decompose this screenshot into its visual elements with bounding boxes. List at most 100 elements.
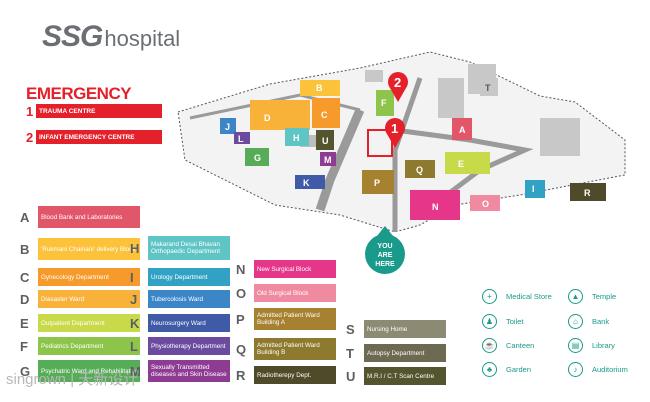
building-f: [376, 90, 394, 116]
legend-letter: E: [20, 315, 29, 331]
building-label: R: [584, 188, 591, 198]
building-label: Q: [416, 165, 423, 175]
legend-letter: O: [236, 285, 247, 301]
legend-letter: U: [346, 368, 356, 384]
building-i: [525, 180, 545, 198]
building-r: [570, 183, 606, 201]
building-label: L: [238, 134, 244, 144]
hospital-logo: SSGhospital: [42, 20, 180, 54]
amenity-library: ▤ Library: [568, 338, 615, 353]
building-h: [285, 128, 309, 146]
legend-label: Blood Bank and Laboratories: [38, 206, 140, 228]
legend-label: Diasaster Ward: [38, 290, 140, 308]
legend-item-c: C Gynecology Department: [20, 268, 140, 286]
legend-letter: L: [130, 338, 138, 354]
legend-label: Tubercolosis Ward: [148, 290, 230, 308]
building-d: [250, 100, 310, 130]
legend-item-s: S Nursing Home: [346, 320, 446, 338]
building-j: [220, 118, 236, 134]
emergency-pin-1: 1: [385, 118, 405, 148]
legend-letter: I: [130, 269, 134, 285]
you-are-here-line: HERE: [375, 261, 395, 268]
pin-number: 2: [394, 75, 401, 90]
legend-item-m: M Sexually Transmitted diseases and Skin…: [130, 360, 230, 382]
legend-label: Sexually Transmitted diseases and Skin D…: [148, 360, 230, 382]
building-label: T: [485, 83, 491, 93]
legend-label: Neurosurgery Ward: [148, 314, 230, 332]
amenity-label: Auditorium: [592, 365, 628, 374]
amenity-garden: ♣ Garden: [482, 362, 531, 377]
auditorium-icon: ♪: [568, 362, 583, 377]
you-are-here-marker: YOU ARE HERE: [365, 226, 405, 274]
legend-item-o: O Old Surgical Block: [236, 284, 336, 302]
building-e: [445, 152, 490, 174]
building-g: [245, 148, 269, 166]
library-icon: ▤: [568, 338, 583, 353]
building-q: [405, 160, 435, 178]
legend-letter: K: [130, 315, 140, 331]
logo-brand: SSG: [42, 20, 103, 53]
building-grey: [438, 78, 464, 118]
legend-item-i: I Urology Department: [130, 268, 230, 286]
building-b: [300, 80, 340, 96]
emergency-number: 1: [26, 103, 34, 119]
building-label: F: [381, 98, 387, 108]
building-label: N: [432, 202, 439, 212]
amenity-temple: ▲ Temple: [568, 289, 616, 304]
amenity-toilet: ♟ Toilet: [482, 314, 524, 329]
legend-item-l: L Physiotherapy Department: [130, 337, 230, 355]
building-grey: [365, 70, 383, 82]
emergency-pin-2: 2: [388, 72, 408, 102]
campus-road: [392, 77, 423, 232]
legend-label: 'Rukmani Chainani' delivery Block: [38, 238, 140, 260]
legend-item-r: R Radiotherepy Dept.: [236, 366, 336, 384]
legend-label: Makarand Desai Bhavan Orthopaedic Depart…: [148, 236, 230, 260]
emergency-label: INFANT EMERGENCY CENTRE: [36, 130, 162, 144]
emergency-item-infant[interactable]: 2 INFANT EMERGENCY CENTRE: [26, 129, 162, 145]
legend-item-n: N New Surgical Block: [236, 260, 336, 278]
building-m: [320, 152, 336, 166]
legend-label: Psychatric Ward and Rehabilitation: [38, 360, 140, 382]
building-label: I: [532, 184, 535, 194]
building-label: U: [322, 136, 329, 146]
building-t: [480, 78, 498, 96]
building-label: O: [482, 199, 489, 209]
legend-label: Urology Department: [148, 268, 230, 286]
bank-icon: ⌂: [568, 314, 583, 329]
legend-letter: Q: [236, 341, 247, 357]
legend-item-k: K Neurosurgery Ward: [130, 314, 230, 332]
legend-letter: C: [20, 269, 30, 285]
legend-label: Radiotherepy Dept.: [254, 366, 336, 384]
building-label: P: [374, 178, 380, 188]
legend-label: Admitted Patient Ward Building A: [254, 308, 336, 330]
trauma-centre-outline: [367, 129, 393, 157]
legend-letter: P: [236, 311, 245, 327]
building-u: [316, 130, 334, 150]
emergency-item-trauma[interactable]: 1 TRAUMA CENTRE: [26, 103, 162, 119]
medical-store-icon: +: [482, 289, 497, 304]
legend-label: Admitted Patient Ward Building B: [254, 338, 336, 360]
legend-item-j: J Tubercolosis Ward: [130, 290, 230, 308]
amenity-label: Library: [592, 341, 615, 350]
legend-item-d: D Diasaster Ward: [20, 290, 140, 308]
legend-label: Autopsy Department: [364, 344, 446, 362]
legend-letter: R: [236, 367, 246, 383]
legend-label: Old Surgical Block: [254, 284, 336, 302]
emergency-number: 2: [26, 129, 34, 145]
amenity-canteen: ☕ Canteen: [482, 338, 534, 353]
amenity-label: Toilet: [506, 317, 524, 326]
building-l: [234, 132, 250, 144]
legend-letter: N: [236, 261, 246, 277]
campus-road: [315, 108, 365, 212]
amenity-medical-store: + Medical Store: [482, 289, 552, 304]
building-grey: [540, 118, 580, 156]
legend-item-q: Q Admitted Patient Ward Building B: [236, 338, 336, 360]
legend-label: Gynecology Department: [38, 268, 140, 286]
building-label: G: [254, 153, 261, 163]
emergency-title: EMERGENCY: [26, 84, 132, 103]
legend-item-e: E Outpatient Department: [20, 314, 140, 332]
legend-letter: S: [346, 321, 355, 337]
building-label: H: [293, 133, 300, 143]
legend-item-p: P Admitted Patient Ward Building A: [236, 308, 336, 330]
